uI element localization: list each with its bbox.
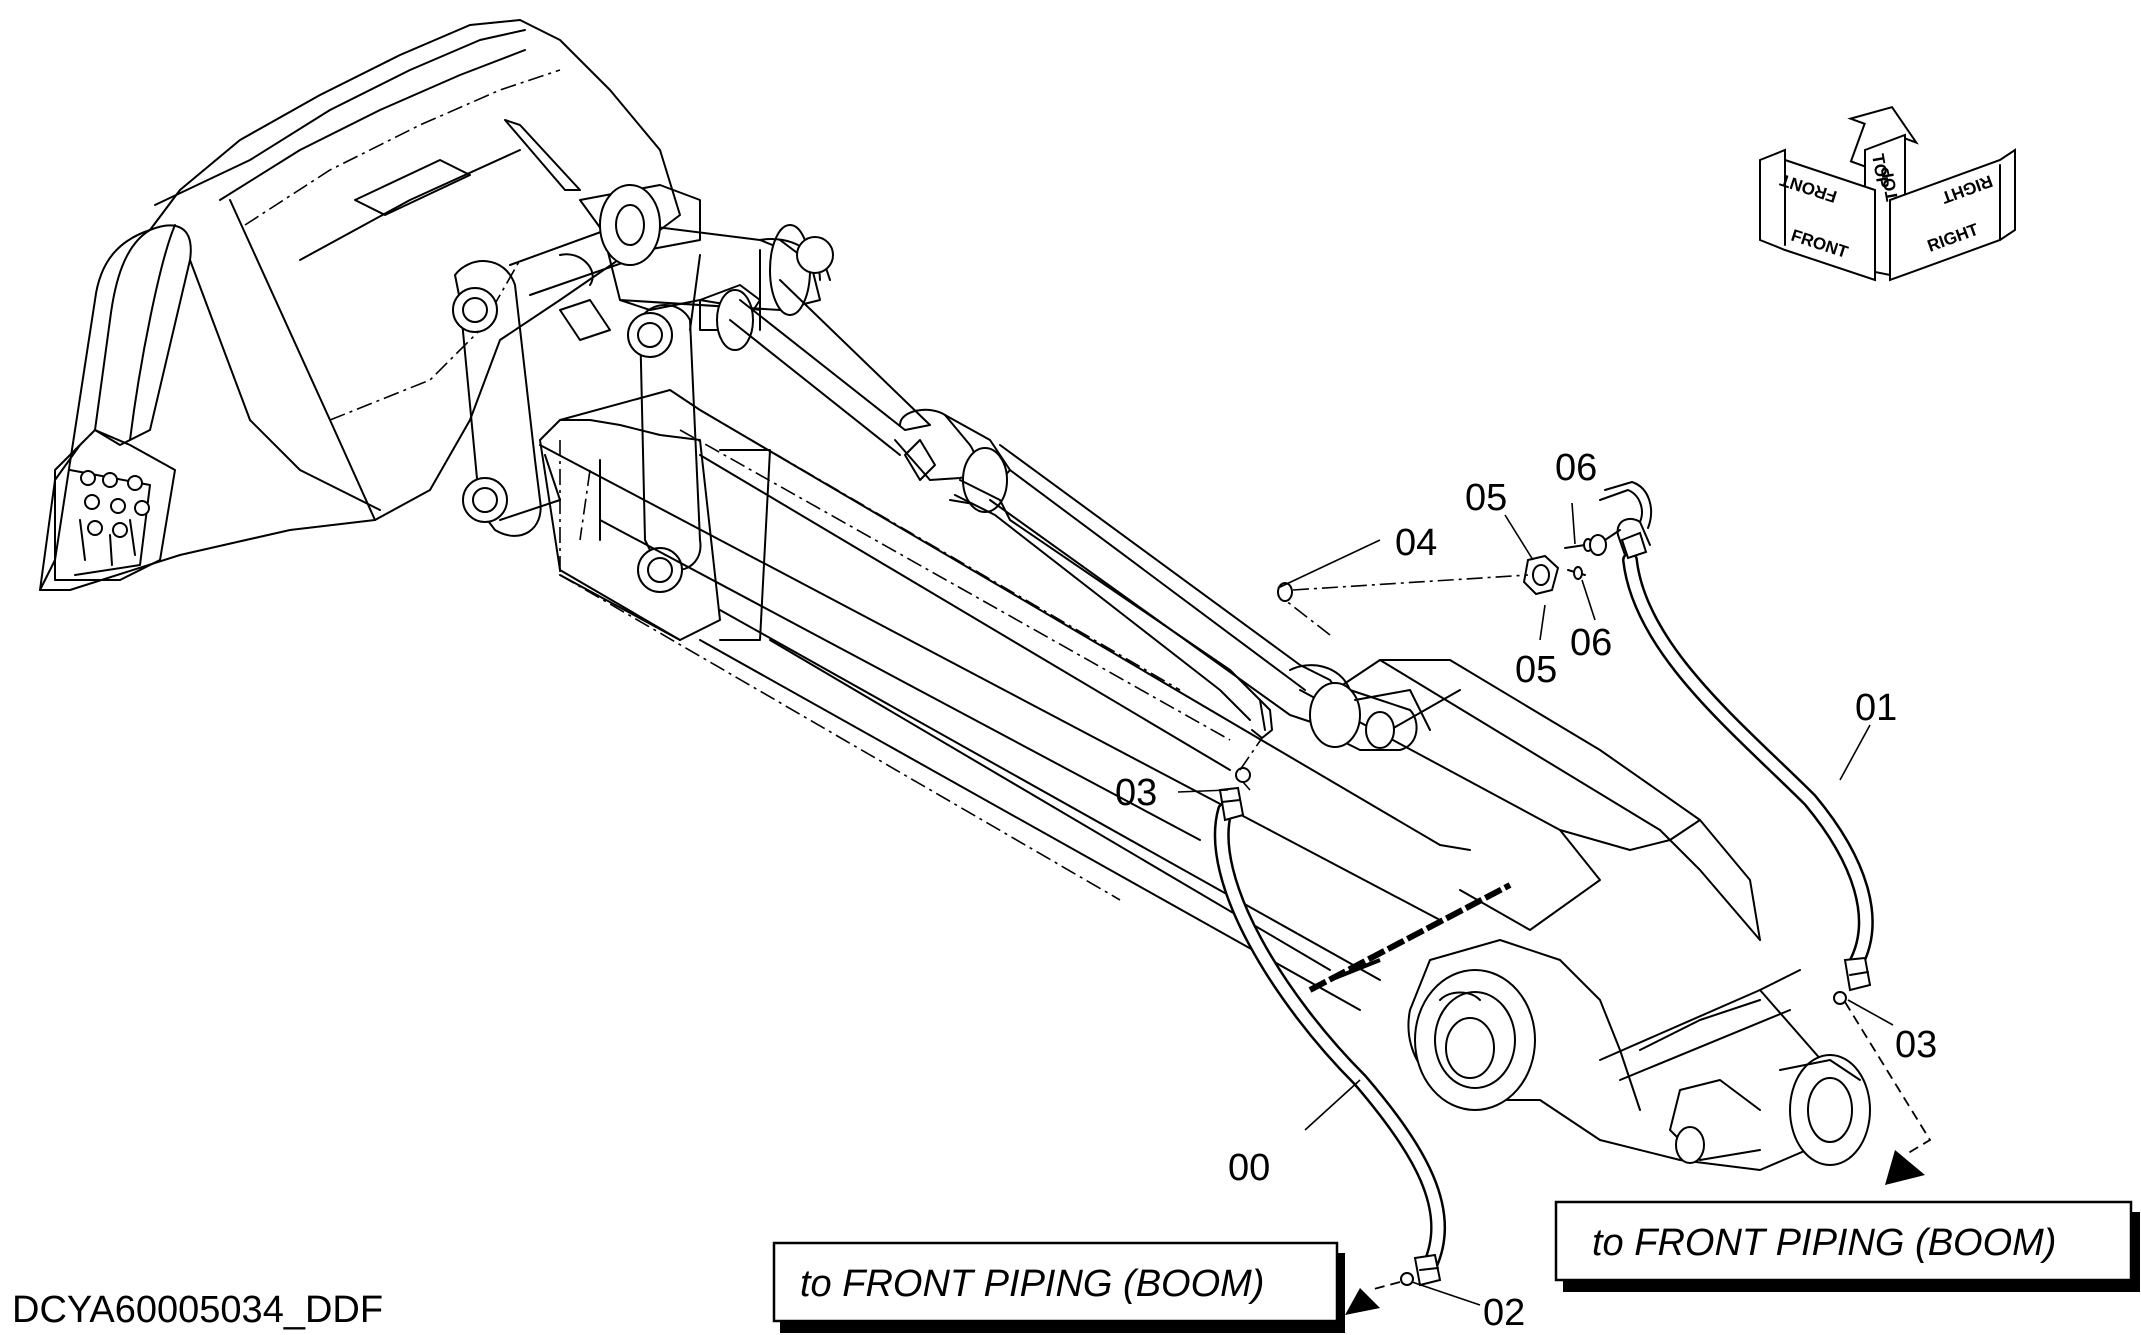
callout-01: 01 <box>1855 687 1897 729</box>
o-ring-03-left <box>1235 767 1251 783</box>
note-right-text: to FRONT PIPING (BOOM) <box>1592 1222 2056 1264</box>
note-right: to FRONT PIPING (BOOM) <box>1554 1200 2140 1292</box>
o-ring-02 <box>1400 1272 1414 1286</box>
callout-03-right: 03 <box>1895 1024 1937 1066</box>
hose-01 <box>1589 481 1874 992</box>
fittings <box>1235 538 1847 1286</box>
note-left-text: to FRONT PIPING (BOOM) <box>800 1263 1264 1305</box>
split-flange-05 <box>1522 554 1560 596</box>
callout-04: 04 <box>1395 522 1437 564</box>
bolt-06-bottom <box>1567 566 1586 580</box>
callout-00: 00 <box>1228 1147 1270 1189</box>
callout-leaders <box>1177 502 1894 1306</box>
callout-05-bottom: 05 <box>1515 649 1557 691</box>
o-ring-04 <box>1277 582 1293 602</box>
drawing-code: DCYA60005034_DDF <box>12 1289 383 1331</box>
arrow-icon <box>1345 1288 1380 1315</box>
o-ring-03-right <box>1833 991 1847 1005</box>
bucket-linkage <box>452 184 834 593</box>
callout-06-top: 06 <box>1555 447 1597 489</box>
bucket <box>39 19 681 591</box>
callout-03-left: 03 <box>1115 772 1157 814</box>
bolt-06-top <box>1564 538 1593 552</box>
arm <box>539 389 1871 1171</box>
bucket-cylinder <box>729 279 1431 751</box>
callout-02: 02 <box>1483 1292 1525 1334</box>
note-left: to FRONT PIPING (BOOM) <box>772 1241 1345 1333</box>
callout-06-bottom: 06 <box>1570 622 1612 664</box>
orientation-cube-icon: FRONT FRONT TOP TOP RIGHT RIGHT <box>1759 105 2016 282</box>
hose-00 <box>1213 786 1447 1287</box>
arrow-icon <box>1885 1150 1925 1185</box>
callout-05-top: 05 <box>1465 477 1507 519</box>
